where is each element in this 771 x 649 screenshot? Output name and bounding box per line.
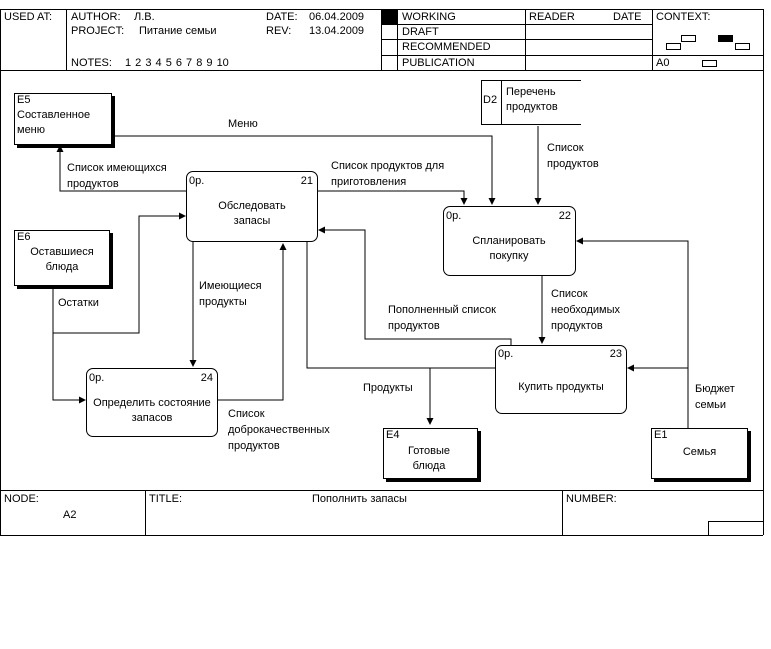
date-label: DATE: — [266, 11, 298, 23]
status-working: WORKING — [402, 11, 456, 23]
flow-label-needed-list: Список необходимых продуктов — [551, 288, 621, 332]
project-value: Питание семьи — [139, 25, 217, 37]
node-value: A2 — [63, 509, 77, 521]
flow-label-cook-list: Список продуктов для приготовления — [331, 160, 445, 188]
status-recommended: RECOMMENDED — [402, 41, 491, 53]
external-e5[interactable]: E5 Составленное меню — [14, 93, 112, 145]
external-e6-id: E6 — [17, 231, 31, 243]
arrow-existing-list — [56, 145, 187, 192]
arrow-leftovers-to-24 — [52, 333, 86, 404]
arrow-replenished — [318, 226, 512, 345]
activity-24-number: 24 — [200, 372, 213, 384]
author-value: Л.В. — [134, 11, 155, 23]
activity-21[interactable]: 0р. 21 Обследовать запасы — [186, 171, 318, 242]
notes-label: NOTES: — [71, 57, 112, 69]
activity-22-number: 22 — [558, 210, 571, 222]
number-label: NUMBER: — [566, 493, 617, 505]
activity-23-number: 23 — [609, 348, 622, 360]
rev-label: REV: — [266, 25, 292, 37]
reader-date-label: DATE — [613, 11, 642, 23]
flow-label-existing: Имеющиеся продукты — [199, 280, 262, 308]
activity-23[interactable]: 0р. 23 Купить продукты — [495, 345, 627, 414]
activity-23-cost: 0р. — [498, 348, 514, 360]
activity-24[interactable]: 0р. 24 Определить состояние запасов — [86, 368, 218, 437]
external-e1-id: E1 — [654, 429, 668, 441]
notes-value: 1 2 3 4 5 6 7 8 9 10 — [125, 57, 229, 69]
arrow-menu — [114, 135, 496, 205]
node-label: NODE: — [4, 493, 39, 505]
external-e1-label: Семья — [682, 446, 717, 458]
context-node-label: A0 — [656, 57, 670, 69]
title-value: Пополнить запасы — [312, 493, 407, 505]
flow-label-budget: Бюджет семьи — [695, 383, 735, 411]
activity-22-label: Спланировать покупку — [472, 235, 546, 262]
used-at-label: USED AT: — [4, 11, 53, 23]
flow-label-store-list: Список продуктов — [547, 142, 599, 170]
external-e5-id: E5 — [17, 94, 31, 106]
arrow-budget-to-23 — [627, 364, 689, 428]
author-label: AUTHOR: — [71, 11, 121, 23]
project-label: PROJECT: — [71, 25, 125, 37]
arrow-leftovers-to-21 — [52, 212, 186, 334]
activity-23-label: Купить продукты — [518, 381, 604, 393]
flow-label-leftovers: Остатки — [58, 297, 99, 309]
activity-24-label: Определить состояние запасов — [93, 397, 211, 424]
rev-value: 13.04.2009 — [309, 25, 365, 37]
external-e4[interactable]: E4 Готовые блюда — [383, 428, 478, 479]
external-e5-label: Составленное меню — [17, 109, 91, 136]
date-value: 06.04.2009 — [309, 11, 365, 23]
title-label: TITLE: — [149, 493, 183, 505]
activity-22[interactable]: 0р. 22 Спланировать покупку — [443, 206, 576, 276]
activity-22-cost: 0р. — [446, 210, 462, 222]
activity-24-cost: 0р. — [89, 372, 105, 384]
external-e6-label: Оставшиеся блюда — [30, 246, 94, 273]
flow-label-existing-list: Список имеющихся продуктов — [67, 162, 167, 190]
external-e4-id: E4 — [386, 429, 400, 441]
status-publication: PUBLICATION — [402, 57, 475, 69]
context-label: CONTEXT: — [656, 11, 711, 23]
arrow-products — [306, 242, 495, 369]
flow-label-replenished: Пополненный список продуктов — [388, 304, 496, 332]
activity-21-label: Обследовать запасы — [218, 200, 286, 227]
reader-label: READER — [529, 11, 575, 23]
data-store-d2-label: Перечень продуктов — [506, 86, 558, 113]
external-e4-label: Готовые блюда — [408, 445, 450, 472]
flow-label-good-list: Список доброкачественных продуктов — [228, 408, 330, 452]
arrow-good-list — [218, 243, 287, 401]
external-e1[interactable]: E1 Семья — [651, 428, 748, 479]
activity-21-cost: 0р. — [189, 175, 205, 187]
activity-21-number: 21 — [300, 175, 313, 187]
flow-label-products: Продукты — [363, 382, 413, 394]
arrow-budget-to-22 — [576, 237, 689, 368]
status-draft: DRAFT — [402, 26, 439, 38]
data-store-d2-id: D2 — [483, 94, 498, 106]
arrow-cook-list — [318, 190, 468, 205]
flow-label-menu: Меню — [228, 118, 258, 130]
external-e6[interactable]: E6 Оставшиеся блюда — [14, 230, 110, 286]
